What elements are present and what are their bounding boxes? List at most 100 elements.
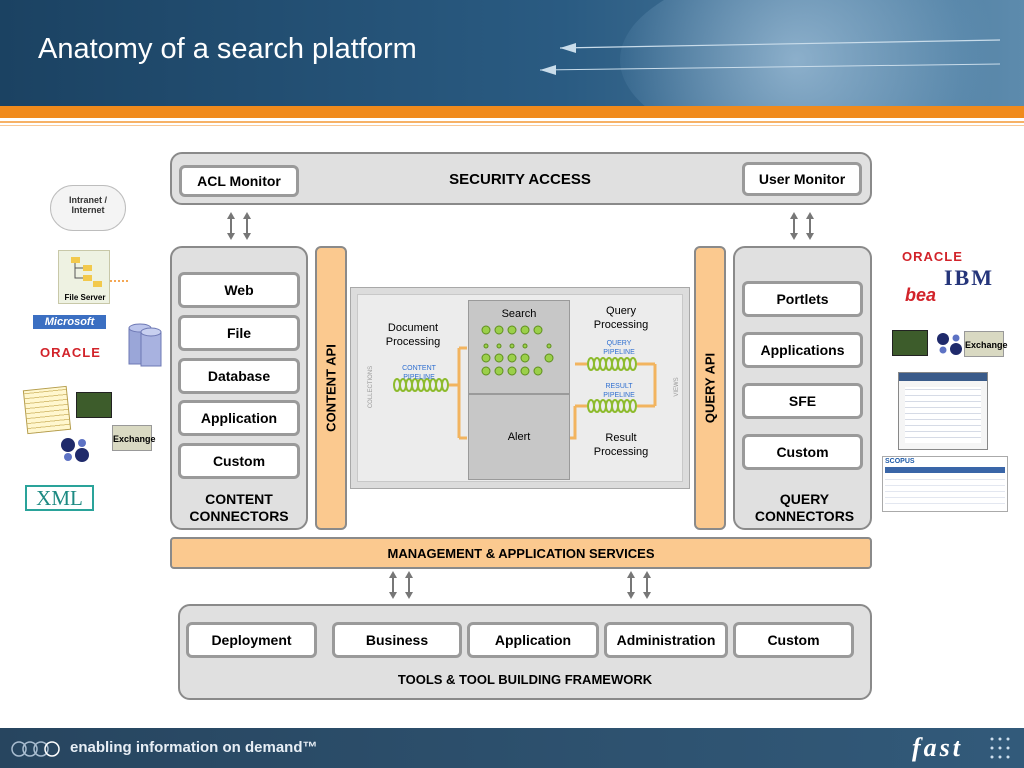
intranet-cloud-icon: Intranet / Internet xyxy=(50,185,126,231)
portal-thumbnail-content xyxy=(905,387,981,443)
connector-database-button[interactable]: Database xyxy=(178,358,300,394)
double-arrow-icon xyxy=(227,212,251,240)
result-processing-line1: Result xyxy=(605,432,637,444)
acl-monitor-button[interactable]: ACL Monitor xyxy=(179,165,299,197)
content-pipeline-label: CONTENT PIPELINE xyxy=(389,364,449,382)
xml-logo: XML xyxy=(25,485,94,511)
double-arrow-icon xyxy=(627,571,651,599)
dotted-connector-graphic xyxy=(110,280,130,282)
connector-applications-button[interactable]: Applications xyxy=(742,332,863,368)
query-processing-line2: Processing xyxy=(593,319,649,331)
engine-flow-graphic xyxy=(393,325,657,440)
query-processing-line1: Query xyxy=(606,305,636,317)
lotus-logo-icon-right xyxy=(937,333,962,355)
content-connectors-label-line1: CONTENT xyxy=(205,491,273,507)
orange-rule xyxy=(0,121,1024,123)
connector-application-button[interactable]: Application xyxy=(178,400,300,436)
scopus-tabs xyxy=(885,467,1005,473)
engine-diagram: Search Alert Document Processing CONTENT… xyxy=(350,287,690,489)
user-monitor-button[interactable]: User Monitor xyxy=(742,162,862,196)
slide-header: Anatomy of a search platform xyxy=(0,0,1024,106)
database-icon xyxy=(128,323,162,367)
globe-graphic xyxy=(620,0,1024,106)
slide-footer: enabling information on demand™ fast xyxy=(0,728,1024,768)
dots-logo-icon xyxy=(990,737,1010,759)
connector-custom-button[interactable]: Custom xyxy=(178,443,300,479)
query-pipeline-label: QUERY PIPELINE xyxy=(589,339,649,357)
orange-rule-thin xyxy=(0,125,1024,126)
result-processing-label: Result Processing xyxy=(579,431,663,459)
lotus-logo-icon xyxy=(58,435,92,465)
exchange-logo-right: Exchange xyxy=(964,331,1008,357)
search-label: Search xyxy=(501,308,537,320)
content-api-bar: CONTENT API xyxy=(315,246,347,530)
rings-logo-icon xyxy=(11,741,60,757)
scopus-screenshot-thumbnail: SCOPUS xyxy=(882,456,1008,512)
tool-business-button[interactable]: Business xyxy=(332,622,462,658)
content-api-label: CONTENT API xyxy=(323,344,339,432)
connector-portlets-button[interactable]: Portlets xyxy=(742,281,863,317)
query-api-label: QUERY API xyxy=(702,352,718,424)
query-connectors-label: QUERY CONNECTORS xyxy=(737,491,872,525)
views-label: VIEWS xyxy=(674,377,680,397)
oracle-logo-right: ORACLE xyxy=(902,249,963,264)
ibm-logo: IBM xyxy=(944,265,994,290)
tool-custom-button[interactable]: Custom xyxy=(733,622,854,658)
orange-divider xyxy=(0,106,1024,118)
document-processing-line1: Document xyxy=(387,322,439,334)
file-server-label: File Server xyxy=(64,293,106,302)
microsoft-logo: Microsoft xyxy=(33,315,106,329)
header-arrows-graphic xyxy=(539,39,1001,75)
connector-web-button[interactable]: Web xyxy=(178,272,300,308)
result-pipeline-line1: RESULT xyxy=(605,383,633,390)
tool-application-button[interactable]: Application xyxy=(467,622,599,658)
notes-logo-icon-right xyxy=(892,330,928,356)
footer-tagline: enabling information on demand™ xyxy=(70,739,318,756)
notes-logo-icon xyxy=(76,392,112,418)
content-pipeline-line2: PIPELINE xyxy=(403,374,435,381)
scopus-form xyxy=(885,477,1005,509)
management-services-label: MANAGEMENT & APPLICATION SERVICES xyxy=(387,546,655,561)
scopus-logo: SCOPUS xyxy=(885,458,915,465)
connector-sfe-button[interactable]: SFE xyxy=(742,383,863,419)
content-pipeline-coil xyxy=(393,378,449,392)
content-connectors-label-line2: CONNECTORS xyxy=(189,508,289,524)
alert-label: Alert xyxy=(507,431,531,443)
collections-label: COLLECTIONS xyxy=(368,365,374,409)
query-pipeline-line2: PIPELINE xyxy=(603,349,635,356)
double-arrow-icon xyxy=(790,212,814,240)
cloud-label-line1: Intranet / xyxy=(68,195,107,205)
tools-framework-label: TOOLS & TOOL BUILDING FRAMEWORK xyxy=(397,672,653,687)
portal-screenshot-thumbnail xyxy=(898,372,988,450)
portal-thumbnail-titlebar xyxy=(899,373,987,381)
oracle-logo: ORACLE xyxy=(40,345,101,360)
document-processing-label: Document Processing xyxy=(373,321,453,349)
query-connectors-label-line1: QUERY xyxy=(779,491,830,507)
query-processing-label: Query Processing xyxy=(579,304,663,332)
tool-deployment-button[interactable]: Deployment xyxy=(186,622,317,658)
query-api-bar: QUERY API xyxy=(694,246,726,530)
exchange-logo-left: Exchange xyxy=(112,425,156,451)
tool-administration-button[interactable]: Administration xyxy=(604,622,728,658)
content-connectors-label: CONTENT CONNECTORS xyxy=(172,491,306,525)
cloud-label-line2: Internet xyxy=(71,205,105,215)
alert-block xyxy=(468,394,570,480)
file-server-icon: File Server xyxy=(58,250,110,304)
management-services-bar: MANAGEMENT & APPLICATION SERVICES xyxy=(170,537,872,569)
query-connectors-label-line2: CONNECTORS xyxy=(754,508,855,524)
documents-icon xyxy=(22,385,72,435)
result-pipeline-line2: PIPELINE xyxy=(603,392,635,399)
folder-tree-icon xyxy=(71,257,102,287)
connector-file-button[interactable]: File xyxy=(178,315,300,351)
fast-logo: fast xyxy=(912,733,963,762)
bea-logo: bea xyxy=(905,285,937,305)
result-processing-line2: Processing xyxy=(593,446,649,458)
result-pipeline-label: RESULT PIPELINE xyxy=(589,382,649,400)
connector-custom-query-button[interactable]: Custom xyxy=(742,434,863,470)
document-processing-line2: Processing xyxy=(385,336,441,348)
query-pipeline-line1: QUERY xyxy=(606,340,632,347)
double-arrow-icon xyxy=(389,571,413,599)
content-pipeline-line1: CONTENT xyxy=(402,365,436,372)
security-access-title: SECURITY ACCESS xyxy=(449,171,591,188)
page-title: Anatomy of a search platform xyxy=(38,33,417,65)
